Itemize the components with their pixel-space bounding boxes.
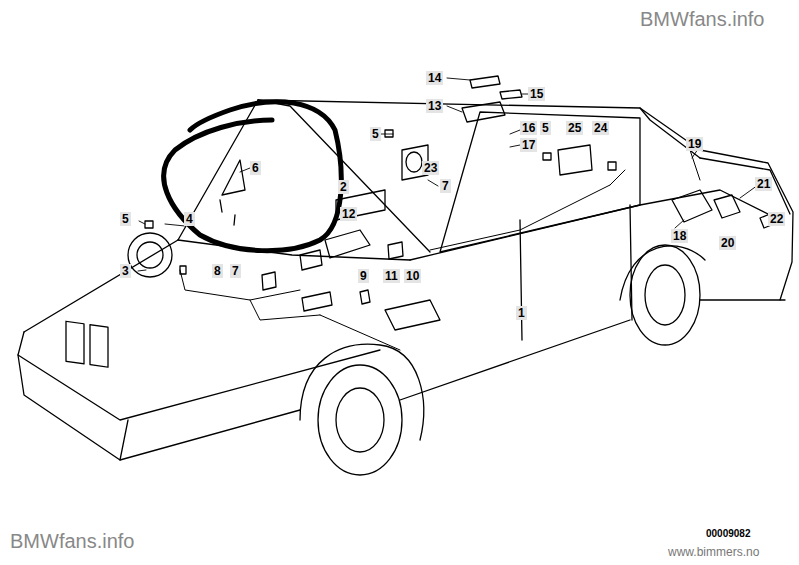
- callout-number: 8: [212, 264, 223, 278]
- callout-number: 22: [768, 212, 785, 226]
- watermark: 00009082: [706, 528, 751, 539]
- callout-number: 25: [566, 121, 583, 135]
- callout-number: 10: [404, 269, 421, 283]
- callout-number: 23: [422, 161, 439, 175]
- callout-number: 15: [528, 87, 545, 101]
- callout-number: 9: [358, 269, 369, 283]
- watermark: BMWfans.info: [640, 8, 764, 31]
- callout-number: 21: [755, 177, 772, 191]
- callout-number: 7: [230, 264, 241, 278]
- callout-number: 5: [120, 212, 131, 226]
- callout-number: 1: [516, 306, 527, 320]
- callout-number: 5: [540, 121, 551, 135]
- callout-number: 3: [120, 264, 131, 278]
- callout-number: 20: [719, 236, 736, 250]
- callout-number: 5: [370, 127, 381, 141]
- callout-number: 4: [184, 212, 195, 226]
- callout-number: 14: [426, 71, 443, 85]
- watermark: BMWfans.info: [10, 530, 134, 553]
- callout-number: 24: [592, 121, 609, 135]
- callout-number: 6: [250, 161, 261, 175]
- callout-number: 16: [520, 121, 537, 135]
- callout-number: 11: [383, 269, 400, 283]
- callout-number: 19: [686, 137, 703, 151]
- callout-number: 2: [338, 180, 349, 194]
- callout-number: 18: [671, 229, 688, 243]
- callout-number: 13: [426, 99, 443, 113]
- callout-number: 17: [520, 138, 537, 152]
- watermark: www.bimmers.no: [668, 545, 759, 559]
- callout-number: 12: [340, 207, 357, 221]
- callout-number: 7: [440, 179, 451, 193]
